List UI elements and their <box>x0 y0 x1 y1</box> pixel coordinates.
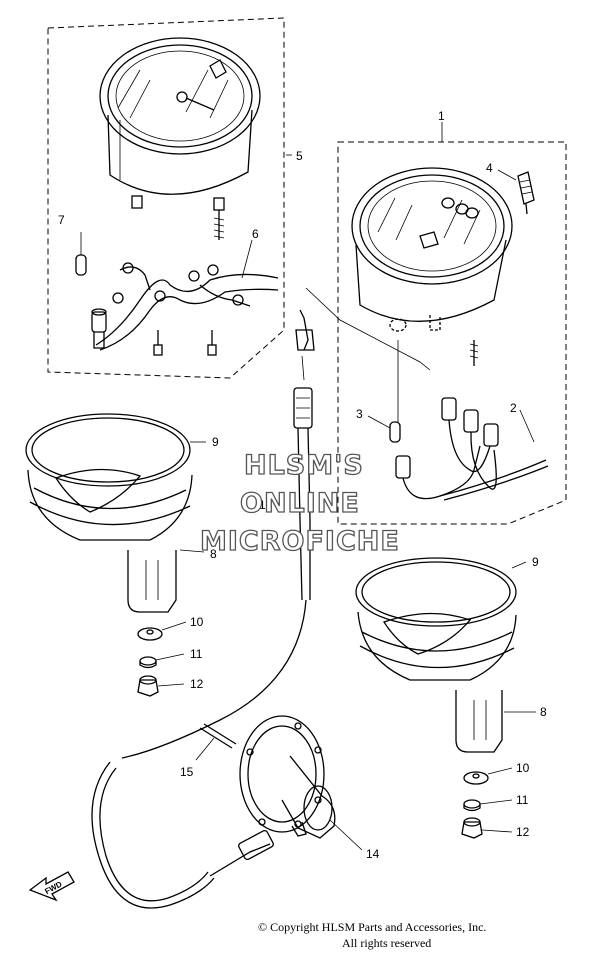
callout-10: 10 <box>516 761 530 775</box>
meter-bracket-left <box>27 468 193 613</box>
callout-10: 10 <box>190 615 204 629</box>
group-5-boundary <box>47 17 285 379</box>
watermark-line-3: MICROFICHE <box>200 526 400 557</box>
bulb-part-3 <box>367 340 401 443</box>
callout-8: 8 <box>210 547 217 561</box>
wire-harness <box>95 262 279 351</box>
tachometer-gauge <box>99 37 261 240</box>
callout-12: 12 <box>190 677 204 691</box>
bulb-part-7 <box>75 232 87 276</box>
screw <box>153 330 163 356</box>
meter-gear-unit <box>239 715 336 839</box>
watermark-line-1: HLSM'S <box>244 450 364 481</box>
washer <box>139 656 157 669</box>
callout-11: 11 <box>190 647 203 661</box>
callout-6: 6 <box>252 227 259 241</box>
grommet <box>463 771 489 785</box>
reset-knob <box>497 169 535 215</box>
drive-pin <box>195 723 237 761</box>
watermark-line-2: ONLINE <box>240 488 360 519</box>
grommet <box>137 627 163 641</box>
leader-lines <box>155 122 536 851</box>
callout-3: 3 <box>356 407 363 421</box>
nut <box>461 817 483 839</box>
callout-1: 1 <box>438 109 445 123</box>
copyright-line-2: All rights reserved <box>342 936 432 950</box>
callout-13: 13 <box>259 498 273 512</box>
callout-9: 9 <box>532 555 539 569</box>
nut <box>137 675 159 697</box>
callout-7: 7 <box>58 213 65 227</box>
callout-9: 9 <box>212 435 219 449</box>
meter-bracket-right <box>357 611 517 753</box>
screw <box>207 330 217 356</box>
washer <box>463 799 481 812</box>
group-1-boundary <box>337 141 567 525</box>
meter-cable <box>91 287 431 909</box>
wire-harness-2 <box>395 397 549 501</box>
damper-ring-right <box>355 557 517 627</box>
speedometer-gauge <box>351 167 513 366</box>
bulb-socket <box>91 308 107 349</box>
callout-4: 4 <box>486 161 493 175</box>
callout-8: 8 <box>540 705 547 719</box>
damper-ring-left <box>25 413 191 487</box>
forward-direction-arrow: FWD <box>28 871 75 902</box>
callout-12: 12 <box>516 825 530 839</box>
callout-2: 2 <box>510 401 517 415</box>
callout-5: 5 <box>296 149 303 163</box>
callout-15: 15 <box>180 765 194 779</box>
callout-11: 11 <box>516 793 529 807</box>
copyright-line-1: © Copyright HLSM Parts and Accessories, … <box>258 920 487 934</box>
callout-14: 14 <box>366 847 380 861</box>
